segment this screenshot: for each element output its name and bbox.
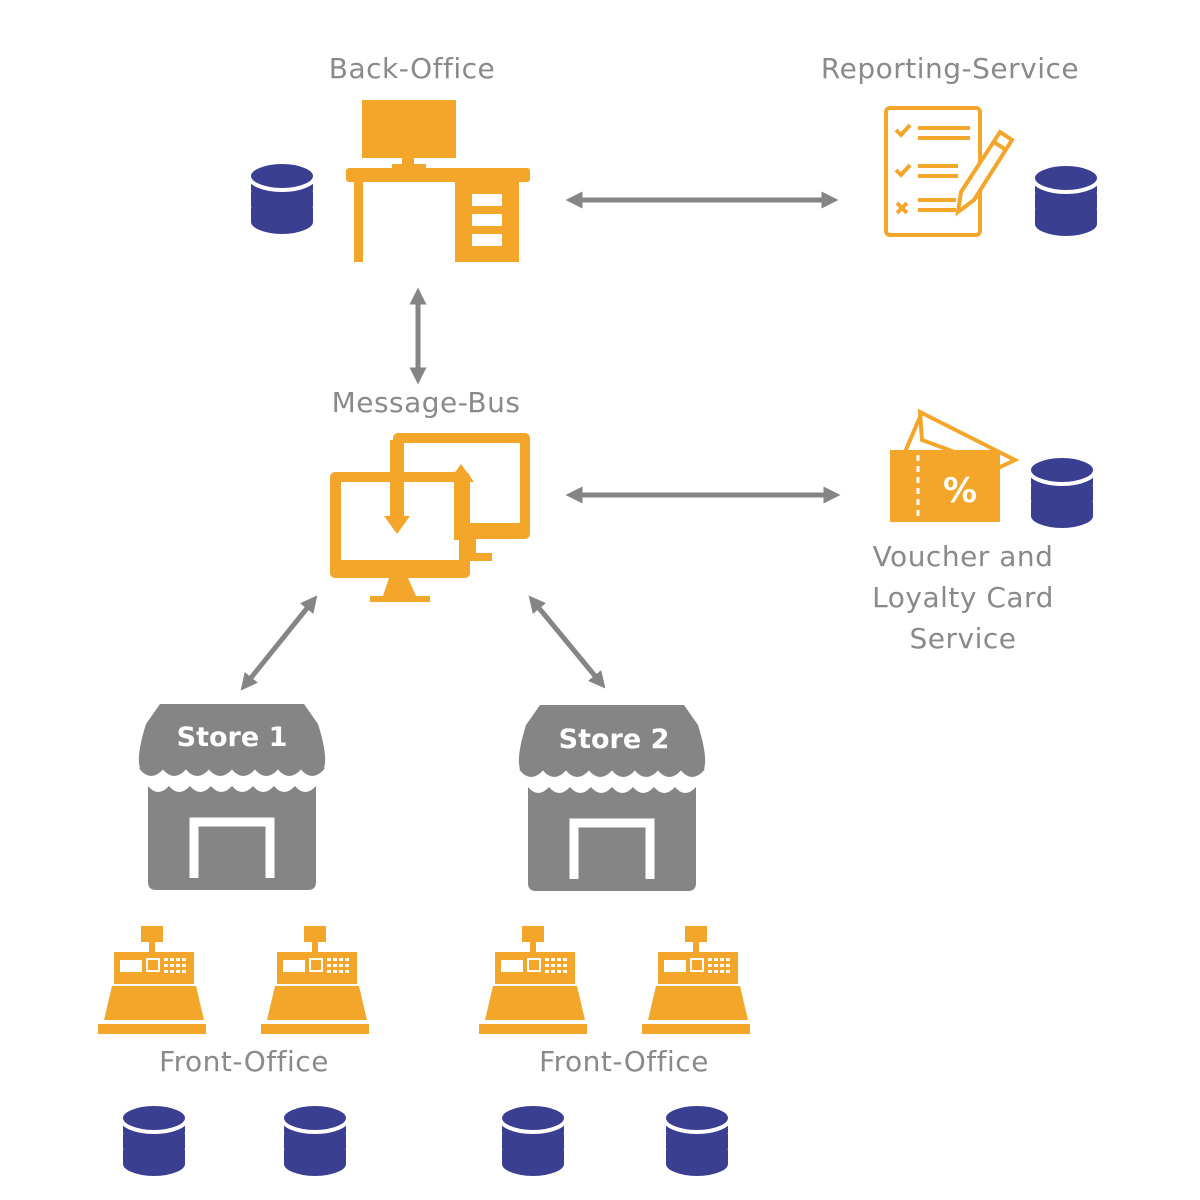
message-bus-label: Message-Bus	[331, 386, 521, 419]
store-2-label: Store 2	[558, 724, 670, 755]
database-icon	[498, 1102, 568, 1180]
voucher-service-label-line1: Voucher and	[872, 540, 1054, 573]
cash-register-icon	[642, 926, 750, 1034]
voucher-service-label-line2: Loyalty Card	[872, 581, 1054, 614]
cash-register-icon	[479, 926, 587, 1034]
database-icon	[1027, 454, 1097, 532]
checklist-document-icon	[884, 106, 1015, 237]
front-office-label-2: Front-Office	[539, 1045, 709, 1078]
database-icon	[280, 1102, 350, 1180]
store-1-label: Store 1	[176, 722, 288, 753]
reporting-service-label: Reporting-Service	[820, 52, 1080, 85]
svg-text:%: %	[943, 471, 977, 511]
cash-register-icon	[98, 926, 206, 1034]
cash-register-icon	[261, 926, 369, 1034]
sync-monitors-icon	[330, 433, 530, 602]
discount-voucher-icon: %	[890, 408, 1020, 522]
database-icon	[247, 160, 317, 238]
back-office-label: Back-Office	[328, 52, 496, 85]
database-icon	[1031, 162, 1101, 240]
front-office-label-1: Front-Office	[159, 1045, 329, 1078]
voucher-service-label-line3: Service	[909, 622, 1017, 655]
database-icon	[119, 1102, 189, 1180]
desk-computer-icon	[346, 100, 530, 262]
arrow-message-bus-store-2	[528, 595, 606, 689]
database-icon	[662, 1102, 732, 1180]
arrow-message-bus-store-1	[240, 595, 318, 691]
